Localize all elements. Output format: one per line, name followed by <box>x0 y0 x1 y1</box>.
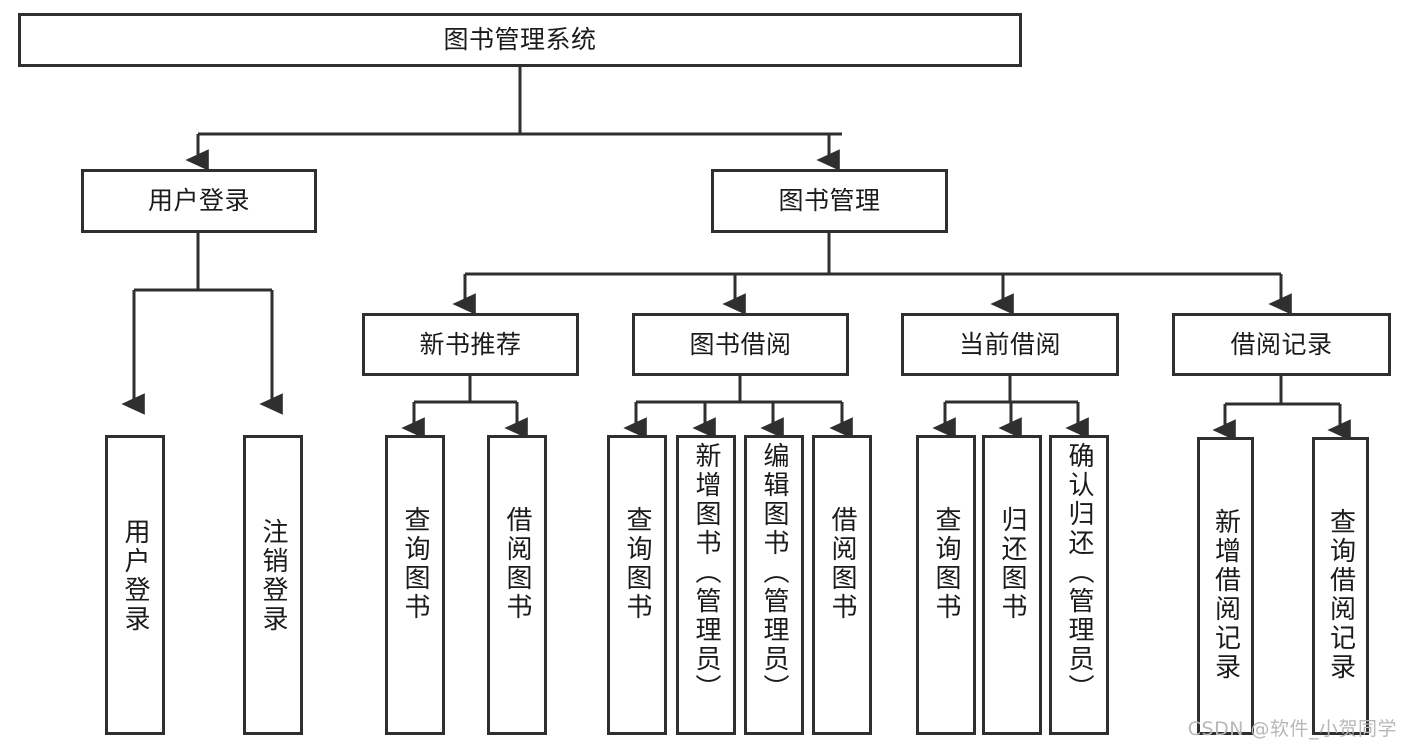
leaf-current-borrow-query[interactable]: 查询图书 <box>916 435 976 735</box>
node-label: 图书管理系统 <box>443 25 597 54</box>
node-label: 查询借阅记录 <box>1325 508 1356 682</box>
leaf-user-login-signout[interactable]: 注销登录 <box>243 435 303 735</box>
node-label: 查询图书 <box>931 506 961 622</box>
leaf-book-borrow-add-admin[interactable]: 新增图书（管理员） <box>676 435 736 735</box>
leaf-book-borrow-borrow[interactable]: 借阅图书 <box>812 435 872 735</box>
node-label: 借阅图书 <box>502 506 532 622</box>
node-label: 当前借阅 <box>958 329 1061 359</box>
node-label: 用户登录 <box>120 518 150 634</box>
leaf-new-book-borrow[interactable]: 借阅图书 <box>487 435 547 735</box>
node-borrow-record[interactable]: 借阅记录 <box>1172 313 1391 376</box>
leaf-new-book-query[interactable]: 查询图书 <box>385 435 445 735</box>
node-label: 借阅图书 <box>827 506 857 622</box>
node-user-login[interactable]: 用户登录 <box>81 169 317 233</box>
node-root-library-system[interactable]: 图书管理系统 <box>18 13 1022 67</box>
leaf-current-borrow-confirm-admin[interactable]: 确认归还（管理员） <box>1049 435 1109 735</box>
node-label: 注销登录 <box>258 518 288 634</box>
node-label: 图书借阅 <box>689 329 792 359</box>
node-new-book-recommend[interactable]: 新书推荐 <box>362 313 579 376</box>
node-label: 图书管理 <box>778 186 881 215</box>
node-label: 归还图书 <box>997 506 1027 622</box>
node-label: 用户登录 <box>147 186 250 215</box>
node-book-management[interactable]: 图书管理 <box>711 169 948 233</box>
node-label: 新书推荐 <box>419 329 522 359</box>
leaf-current-borrow-return[interactable]: 归还图书 <box>982 435 1042 735</box>
node-label: 编辑图书（管理员） <box>759 442 789 703</box>
node-book-borrow[interactable]: 图书借阅 <box>632 313 849 376</box>
node-label: 新增图书（管理员） <box>691 442 721 703</box>
leaf-book-borrow-edit-admin[interactable]: 编辑图书（管理员） <box>744 435 804 735</box>
node-label: 新增借阅记录 <box>1210 508 1241 682</box>
leaf-user-login-signin[interactable]: 用户登录 <box>105 435 165 735</box>
node-label: 确认归还（管理员） <box>1064 442 1094 703</box>
node-label: 查询图书 <box>622 506 652 622</box>
leaf-book-borrow-query[interactable]: 查询图书 <box>607 435 667 735</box>
leaf-borrow-record-query[interactable]: 查询借阅记录 <box>1312 437 1369 735</box>
leaf-borrow-record-add[interactable]: 新增借阅记录 <box>1197 437 1254 735</box>
node-label: 借阅记录 <box>1230 329 1333 359</box>
node-current-borrow[interactable]: 当前借阅 <box>901 313 1119 376</box>
node-label: 查询图书 <box>400 506 430 622</box>
